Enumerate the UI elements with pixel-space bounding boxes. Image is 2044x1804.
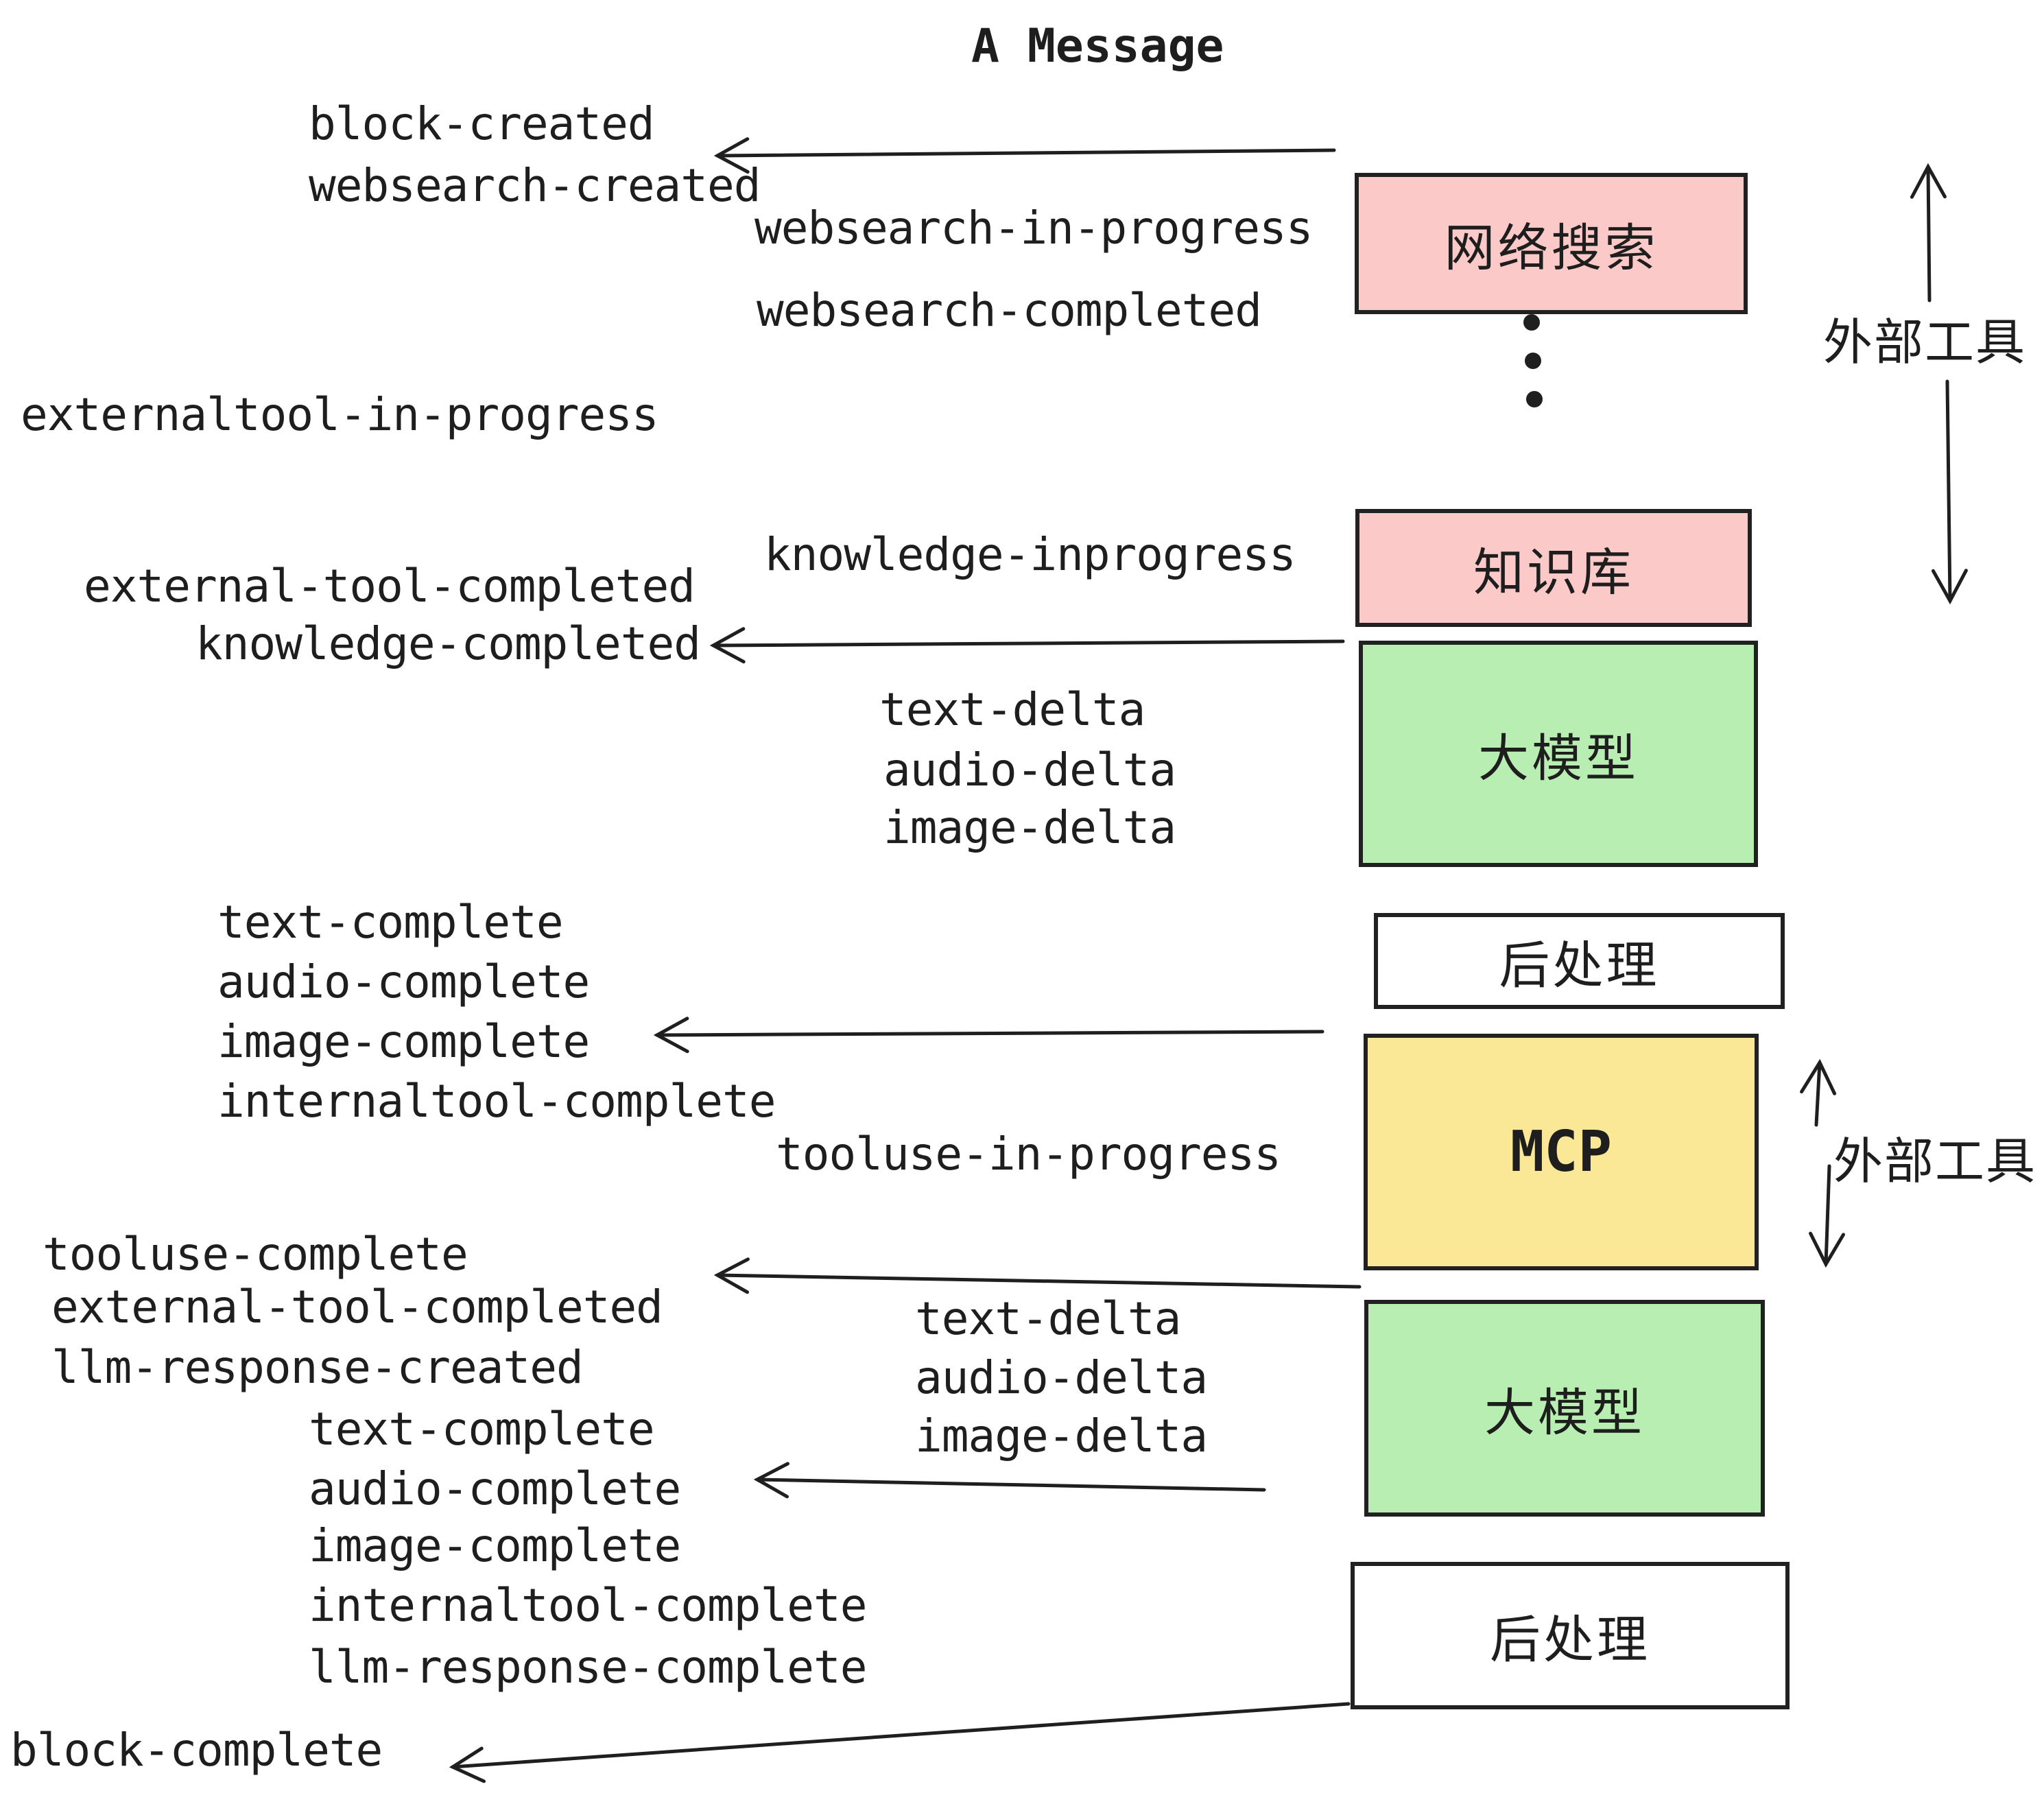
down-arrow-external-tools-1: [1931, 379, 1968, 605]
side-label-external-tools-2: 外部工具: [1833, 1132, 2037, 1190]
event-label-external-tool-completed: external-tool-completed: [84, 560, 696, 613]
node-postprocess-1: 后处理: [1374, 913, 1785, 1009]
event-label-text-complete: text-complete: [217, 896, 564, 949]
event-label-knowledge-inprogress: knowledge-inprogress: [764, 528, 1296, 581]
event-label-internaltool-complete-2: internaltool-complete: [309, 1579, 867, 1632]
event-label-image-delta: image-delta: [883, 801, 1176, 854]
event-label-audio-complete-2: audio-complete: [309, 1462, 681, 1515]
event-label-image-delta-2: image-delta: [915, 1410, 1208, 1462]
node-websearch: 网络搜索: [1355, 173, 1748, 314]
event-label-tooluse-complete: tooluse-complete: [43, 1228, 468, 1281]
arrow-llm2-to-tooluse-complete: [713, 1257, 1362, 1294]
event-label-block-complete: block-complete: [10, 1724, 383, 1777]
diagram-title: A Message: [971, 19, 1224, 73]
event-label-audio-delta: audio-delta: [883, 744, 1176, 796]
event-label-llm-response-complete: llm-response-complete: [309, 1641, 867, 1694]
event-label-knowledge-completed: knowledge-completed: [195, 617, 701, 670]
event-label-websearch-in-progress: websearch-in-progress: [754, 202, 1313, 254]
event-label-llm-response-created: llm-response-created: [51, 1341, 584, 1394]
node-knowledge-base: 知识库: [1355, 509, 1752, 627]
node-llm-1: 大模型: [1359, 641, 1758, 867]
side-label-external-tools-1: 外部工具: [1823, 313, 2027, 371]
node-llm-2: 大模型: [1364, 1300, 1765, 1517]
arrow-postprocess2-to-block-complete: [449, 1702, 1351, 1783]
event-label-image-complete-2: image-complete: [309, 1519, 681, 1572]
node-postprocess-2: 后处理: [1351, 1562, 1790, 1709]
ellipsis-dots-icon: [1523, 314, 1543, 407]
node-mcp: MCP: [1364, 1034, 1759, 1270]
event-label-external-tool-completed-2: external-tool-completed: [51, 1281, 663, 1333]
arrow-to-image-complete: [653, 1017, 1324, 1054]
event-label-audio-complete: audio-complete: [217, 956, 590, 1008]
arrow-to-audio-complete: [753, 1462, 1266, 1499]
arrow-websearch-to-block-created: [713, 137, 1336, 174]
down-arrow-external-tools-2: [1809, 1164, 1846, 1268]
event-label-internaltool-complete: internaltool-complete: [217, 1075, 776, 1128]
event-label-block-created: block-created: [309, 97, 655, 150]
event-label-text-delta-2: text-delta: [915, 1292, 1181, 1345]
event-label-audio-delta-2: audio-delta: [915, 1351, 1208, 1404]
event-label-websearch-created: websearch-created: [309, 159, 761, 212]
event-label-externaltool-in-progress: externaltool-in-progress: [21, 388, 659, 441]
event-label-text-complete-2: text-complete: [309, 1403, 655, 1456]
arrow-llm1-to-knowledge-completed: [709, 627, 1345, 664]
up-arrow-external-tools-2: [1800, 1058, 1837, 1127]
event-label-image-complete: image-complete: [217, 1015, 590, 1068]
up-arrow-external-tools-1: [1910, 163, 1947, 302]
event-label-tooluse-in-progress: tooluse-in-progress: [776, 1128, 1281, 1180]
event-label-websearch-completed: websearch-completed: [757, 284, 1262, 337]
event-label-text-delta: text-delta: [879, 683, 1145, 736]
